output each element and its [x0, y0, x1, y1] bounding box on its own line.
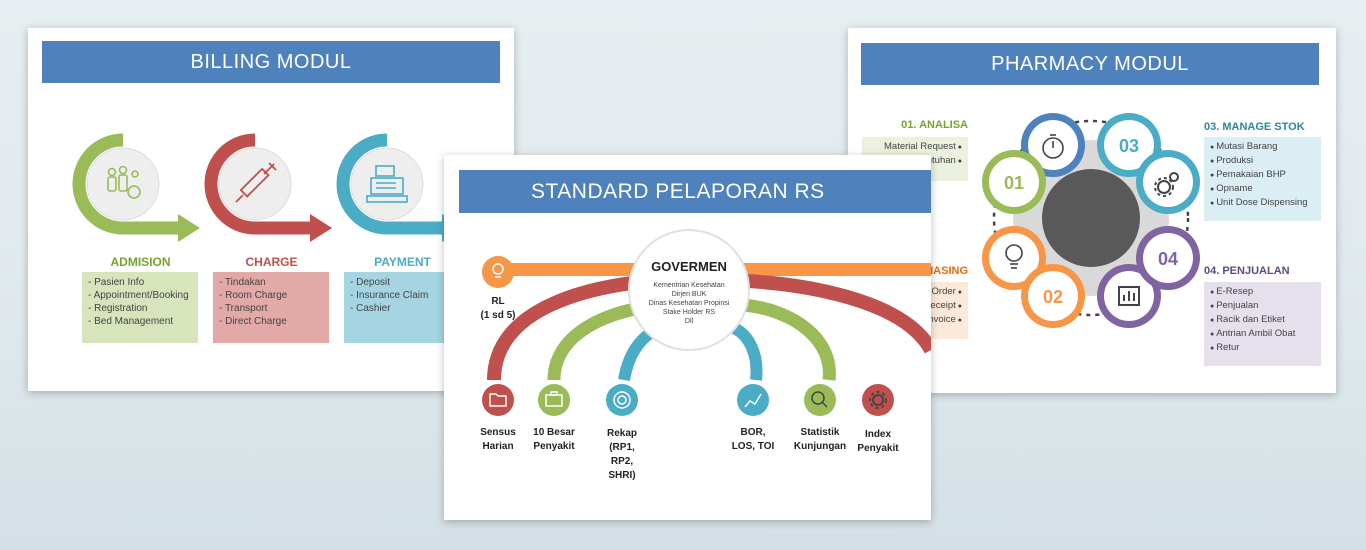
list-item: Direct Charge [219, 315, 323, 328]
line-chart-icon [744, 393, 762, 408]
list-item: Penjualan [1210, 299, 1315, 313]
rl-label: RL (1 sd 5) [480, 296, 516, 321]
govermen-line: Dll [685, 318, 694, 325]
manage-stok-heading: 03. MANAGE STOK [1204, 121, 1305, 133]
list-item: Retur [1210, 341, 1315, 355]
pelaporan-arc-diagram: GOVERMEN Kementrian Kesehatan Dirjen BUK… [482, 229, 931, 416]
list-item: Pasien Info [88, 276, 192, 289]
list-item: Produksi [1210, 154, 1315, 168]
analisa-heading: 01. ANALISA [901, 119, 968, 131]
billing-slide: BILLING MODUL [28, 28, 514, 391]
pharmacy-title: PHARMACY MODUL [861, 43, 1319, 85]
list-item: Unit Dose Dispensing [1210, 196, 1315, 210]
node-label-rekap: Rekap (RP1, RP2, SHRI) [606, 428, 637, 481]
node-label-statistik: Statistik Kunjungan [793, 427, 847, 452]
node-label-10-besar: 10 Besar Penyakit [533, 427, 575, 452]
list-item: Registration [88, 302, 192, 315]
penjualan-items: E-Resep Penjualan Racik dan Etiket Antri… [1204, 282, 1321, 366]
govermen-line: Dirjen BUK [672, 291, 707, 298]
target-icon [613, 391, 631, 409]
govermen-line: Dinas Kesehatan Propinsi [649, 300, 730, 307]
manage-stok-items: Mutasi Barang Produksi Pemakaian BHP Opn… [1204, 137, 1321, 221]
list-item: Racik dan Etiket [1210, 313, 1315, 327]
people-icon [107, 165, 141, 199]
penjualan-heading: 04. PENJUALAN [1204, 265, 1290, 277]
cycle-number-04: 04 [1158, 249, 1178, 269]
list-item: Transport [219, 302, 323, 315]
list-item: Mutasi Barang [1210, 140, 1315, 154]
admision-items: Pasien Info Appointment/Booking Registra… [82, 272, 198, 343]
list-item: E-Resep [1210, 285, 1315, 299]
node-label-bor: BOR, LOS, TOI [731, 427, 775, 452]
charge-label: CHARGE [245, 255, 298, 269]
billing-title: BILLING MODUL [42, 41, 500, 83]
list-item: Pemakaian BHP [1210, 168, 1315, 182]
cycle-number-02: 02 [1043, 287, 1063, 307]
lightbulb-icon [492, 263, 504, 278]
list-item: Tindakan [219, 276, 323, 289]
pelaporan-title: STANDARD PELAPORAN RS [459, 170, 931, 213]
list-item: Insurance Claim [350, 289, 458, 302]
node-label-index: Index Penyakit [857, 429, 899, 454]
list-item: Deposit [350, 276, 458, 289]
bar-chart-icon [1118, 286, 1140, 306]
pelaporan-slide: STANDARD PELAPORAN RS GOVERMEN [444, 155, 931, 520]
list-item: Room Charge [219, 289, 323, 302]
list-item: Appointment/Booking [88, 289, 192, 302]
admision-stage-graphic [72, 133, 200, 242]
list-item: Opname [1210, 182, 1315, 196]
rl-icon-circle [482, 256, 514, 288]
cycle-number-03: 03 [1119, 136, 1139, 156]
magnifier-icon [811, 391, 828, 408]
list-item: Bed Management [88, 315, 192, 328]
govermen-line: Stake Holder RS [663, 309, 715, 316]
folder-icon [489, 393, 507, 407]
govermen-title: GOVERMEN [651, 259, 727, 274]
charge-stage-graphic [204, 133, 332, 242]
cycle-number-01: 01 [1004, 173, 1024, 193]
gears-icon [1154, 172, 1179, 197]
pharmacy-cycle-diagram: 01 02 03 04 [982, 113, 1200, 328]
lightbulb-icon [1005, 244, 1023, 269]
cash-register-icon [366, 165, 408, 203]
list-item: Material Request [868, 140, 962, 154]
stopwatch-icon [1042, 134, 1064, 159]
list-item: Antrian Ambil Obat [1210, 327, 1315, 341]
admision-label: ADMISION [110, 255, 171, 269]
syringe-icon [235, 162, 277, 203]
briefcase-icon [545, 391, 563, 407]
govermen-line: Kementrian Kesehatan [653, 282, 724, 289]
list-item: Cashier [350, 302, 458, 315]
node-label-sensus: Sensus Harian [480, 427, 516, 452]
charge-items: Tindakan Room Charge Transport Direct Ch… [213, 272, 329, 343]
gear-icon [869, 391, 887, 409]
payment-label: PAYMENT [374, 255, 431, 269]
